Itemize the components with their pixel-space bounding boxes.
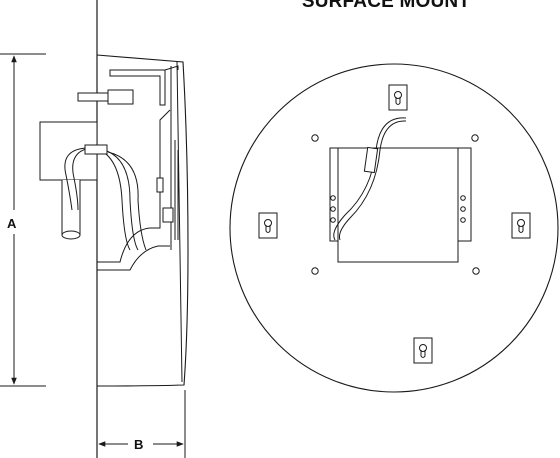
housing-outline [96, 54, 189, 387]
mount-hole [311, 267, 319, 275]
mount-hole [311, 134, 319, 142]
conduit [61, 180, 81, 239]
side-view [39, 0, 189, 458]
wire-bundle [64, 147, 87, 211]
drawing-title: SURFACE MOUNT [301, 0, 471, 12]
keyhole-slot-left [258, 212, 278, 239]
mount-hole [471, 134, 479, 142]
wire-connector [84, 144, 108, 155]
keyhole-slot-top [388, 84, 408, 111]
dimension-b [98, 390, 186, 458]
driver-box [337, 147, 459, 263]
dimension-a [0, 53, 46, 387]
dimension-label-a: A [7, 216, 17, 231]
keyhole-slot-bottom [413, 337, 433, 364]
front-view [229, 63, 559, 393]
keyhole-slot-right [511, 212, 531, 239]
mount-hole [472, 267, 480, 275]
dimension-label-b: B [134, 437, 144, 452]
lead-wire-connector [363, 146, 379, 174]
lead-wire [333, 117, 407, 241]
